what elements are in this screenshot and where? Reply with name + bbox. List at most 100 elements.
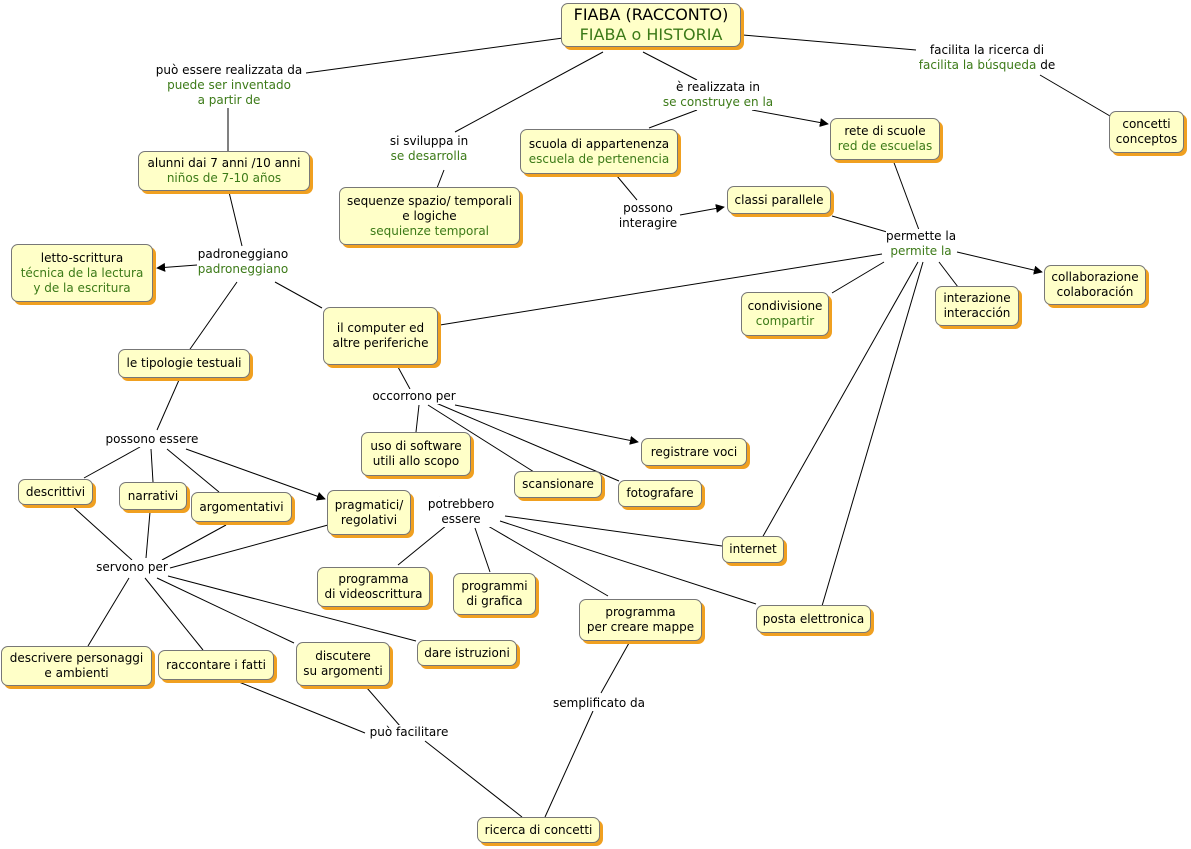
link-padroneggiano-it: padroneggiano xyxy=(197,247,289,261)
concept-ricerca-it: ricerca di concetti xyxy=(484,822,593,837)
link-possono-essere-it: possono essere xyxy=(105,432,199,446)
concept-argomentativi[interactable]: argomentativi xyxy=(191,492,292,522)
link-potrebbero-it: potrebbero essere xyxy=(427,497,495,526)
concept-grafica[interactable]: programmi di grafica xyxy=(453,573,536,615)
concept-sequenze-es: sequienze temporal xyxy=(369,223,490,238)
concept-tipologie-it: le tipologie testuali xyxy=(126,356,242,370)
concept-collaborazione-es: colaboración xyxy=(1056,285,1134,299)
concept-narrativi[interactable]: narrativi xyxy=(119,482,187,510)
concept-fiaba-es: FIABA o HISTORIA xyxy=(579,25,723,44)
concept-condivisione[interactable]: condivisione compartir xyxy=(741,292,829,336)
link-realizzata-es: puede ser inventado a partir de xyxy=(167,78,291,107)
concept-classi-it: classi parallele xyxy=(734,192,824,207)
concept-mappe-it: programma per creare mappe xyxy=(586,605,695,634)
concept-letto-it: letto-scrittura xyxy=(40,250,124,265)
concept-concetti-it: concetti xyxy=(1122,117,1171,131)
concept-internet[interactable]: internet xyxy=(722,536,784,563)
concept-condivisione-es: compartir xyxy=(755,314,815,328)
concept-registrare[interactable]: registrare voci xyxy=(641,438,747,466)
link-erealizzata-it: è realizzata in xyxy=(675,80,761,94)
concept-scansionare[interactable]: scansionare xyxy=(514,471,602,498)
concept-istruzioni[interactable]: dare istruzioni xyxy=(417,640,517,666)
concept-interazione-es: interacción xyxy=(943,306,1011,320)
link-servono-it: servono per xyxy=(96,560,168,574)
concept-fiaba-it: FIABA (RACCONTO) xyxy=(573,5,729,24)
link-occorrono: occorrono per xyxy=(372,389,456,404)
concept-sequenze[interactable]: sequenze spazio/ temporali e logiche seq… xyxy=(339,187,520,245)
link-facilita: facilita la ricerca di facilita la búsqu… xyxy=(918,43,1056,73)
concept-discutere-it: discutere su argomenti xyxy=(303,649,383,678)
concept-uso-it: uso di software utili allo scopo xyxy=(370,439,462,468)
link-erealizzata: è realizzata in se construye en la xyxy=(662,80,774,110)
link-semplificato-it: semplificato da xyxy=(553,696,645,710)
concept-interazione-it: interazione xyxy=(943,291,1011,305)
link-puo-facilitare: può facilitare xyxy=(369,725,449,740)
concept-condivisione-it: condivisione xyxy=(747,299,823,313)
link-padroneggiano: padroneggiano padroneggiano xyxy=(197,247,289,277)
concept-posta[interactable]: posta elettronica xyxy=(756,605,871,633)
link-occorrono-it: occorrono per xyxy=(372,389,456,403)
link-permette: permette la permite la xyxy=(885,229,957,259)
concept-internet-it: internet xyxy=(729,542,777,556)
concept-fotografare[interactable]: fotografare xyxy=(618,480,702,507)
concept-collaborazione[interactable]: collaborazione colaboración xyxy=(1044,265,1146,305)
concept-descrittivi[interactable]: descrittivi xyxy=(18,479,93,505)
concept-posta-it: posta elettronica xyxy=(762,611,865,626)
concept-interazione[interactable]: interazione interacción xyxy=(935,286,1019,326)
concept-descrittivi-it: descrittivi xyxy=(25,484,86,499)
link-sviluppa-es: se desarrolla xyxy=(390,149,468,163)
concept-rete-it: rete di scuole xyxy=(844,124,926,138)
concept-pragmatici[interactable]: pragmatici/ regolativi xyxy=(327,490,411,535)
link-facilita-suffix: de xyxy=(1040,58,1056,72)
concept-istruzioni-it: dare istruzioni xyxy=(424,645,510,660)
concept-fotografare-it: fotografare xyxy=(626,486,694,500)
concept-argomentativi-it: argomentativi xyxy=(199,499,284,514)
concept-fiaba[interactable]: FIABA (RACCONTO) FIABA o HISTORIA xyxy=(561,3,741,47)
concept-ricerca[interactable]: ricerca di concetti xyxy=(477,817,600,843)
concept-videoscrittura[interactable]: programma di videoscrittura xyxy=(317,567,430,607)
link-sviluppa-it: si sviluppa in xyxy=(389,134,469,148)
concept-sequenze-it: sequenze spazio/ temporali e logiche xyxy=(346,193,513,223)
link-realizzata-it: può essere realizzata da xyxy=(155,63,303,77)
link-possono-essere: possono essere xyxy=(105,432,199,447)
link-permette-it: permette la xyxy=(885,229,957,243)
concept-scuola-es: escuela de pertenencia xyxy=(528,151,670,166)
concept-grafica-it: programmi di grafica xyxy=(461,579,528,608)
link-permette-es: permite la xyxy=(890,244,952,258)
link-possono-interagire: possono interagire xyxy=(618,201,678,231)
link-sviluppa: si sviluppa in se desarrolla xyxy=(389,134,469,164)
link-potrebbero: potrebbero essere xyxy=(427,497,495,527)
concept-descrivere[interactable]: descrivere personaggi e ambienti xyxy=(1,646,152,686)
link-puo-facilitare-it: può facilitare xyxy=(369,725,449,739)
concept-letto-es: técnica de la lectura y de la escritura xyxy=(20,265,144,295)
concept-registrare-it: registrare voci xyxy=(650,444,738,459)
link-possono-interagire-it: possono interagire xyxy=(618,201,678,230)
concept-tipologie[interactable]: le tipologie testuali xyxy=(118,349,250,378)
concept-concetti[interactable]: concetti conceptos xyxy=(1109,111,1184,153)
concept-concetti-es: conceptos xyxy=(1115,132,1178,146)
concept-rete[interactable]: rete di scuole red de escuelas xyxy=(830,118,940,160)
concept-scuola[interactable]: scuola di appartenenza escuela de perten… xyxy=(520,129,678,174)
concept-discutere[interactable]: discutere su argomenti xyxy=(296,642,390,686)
link-semplificato: semplificato da xyxy=(553,696,645,711)
concept-videoscrittura-it: programma di videoscrittura xyxy=(324,572,423,601)
concept-alunni-es: niños de 7-10 años xyxy=(166,171,282,185)
link-servono: servono per xyxy=(96,560,168,575)
concept-computer-it: il computer ed altre periferiche xyxy=(332,321,429,350)
concept-pragmatici-it: pragmatici/ regolativi xyxy=(334,497,404,527)
link-realizzata: può essere realizzata da puede ser inven… xyxy=(155,63,303,108)
concept-letto-scrittura[interactable]: letto-scrittura técnica de la lectura y … xyxy=(11,244,153,302)
concept-alunni[interactable]: alunni dai 7 anni /10 anni niños de 7-10… xyxy=(138,151,310,191)
concept-scansionare-it: scansionare xyxy=(522,477,594,491)
concept-classi-parallele[interactable]: classi parallele xyxy=(727,186,831,214)
link-facilita-it: facilita la ricerca di xyxy=(929,43,1045,57)
concept-narrativi-it: narrativi xyxy=(127,488,179,503)
concept-mappe[interactable]: programma per creare mappe xyxy=(579,599,702,641)
concept-raccontare-it: raccontare i fatti xyxy=(166,657,266,672)
concept-computer[interactable]: il computer ed altre periferiche xyxy=(323,307,438,365)
concept-scuola-it: scuola di appartenenza xyxy=(528,136,670,151)
concept-raccontare[interactable]: raccontare i fatti xyxy=(158,650,274,680)
concept-uso-software[interactable]: uso di software utili allo scopo xyxy=(361,432,471,476)
concept-alunni-it: alunni dai 7 anni /10 anni xyxy=(147,156,301,170)
